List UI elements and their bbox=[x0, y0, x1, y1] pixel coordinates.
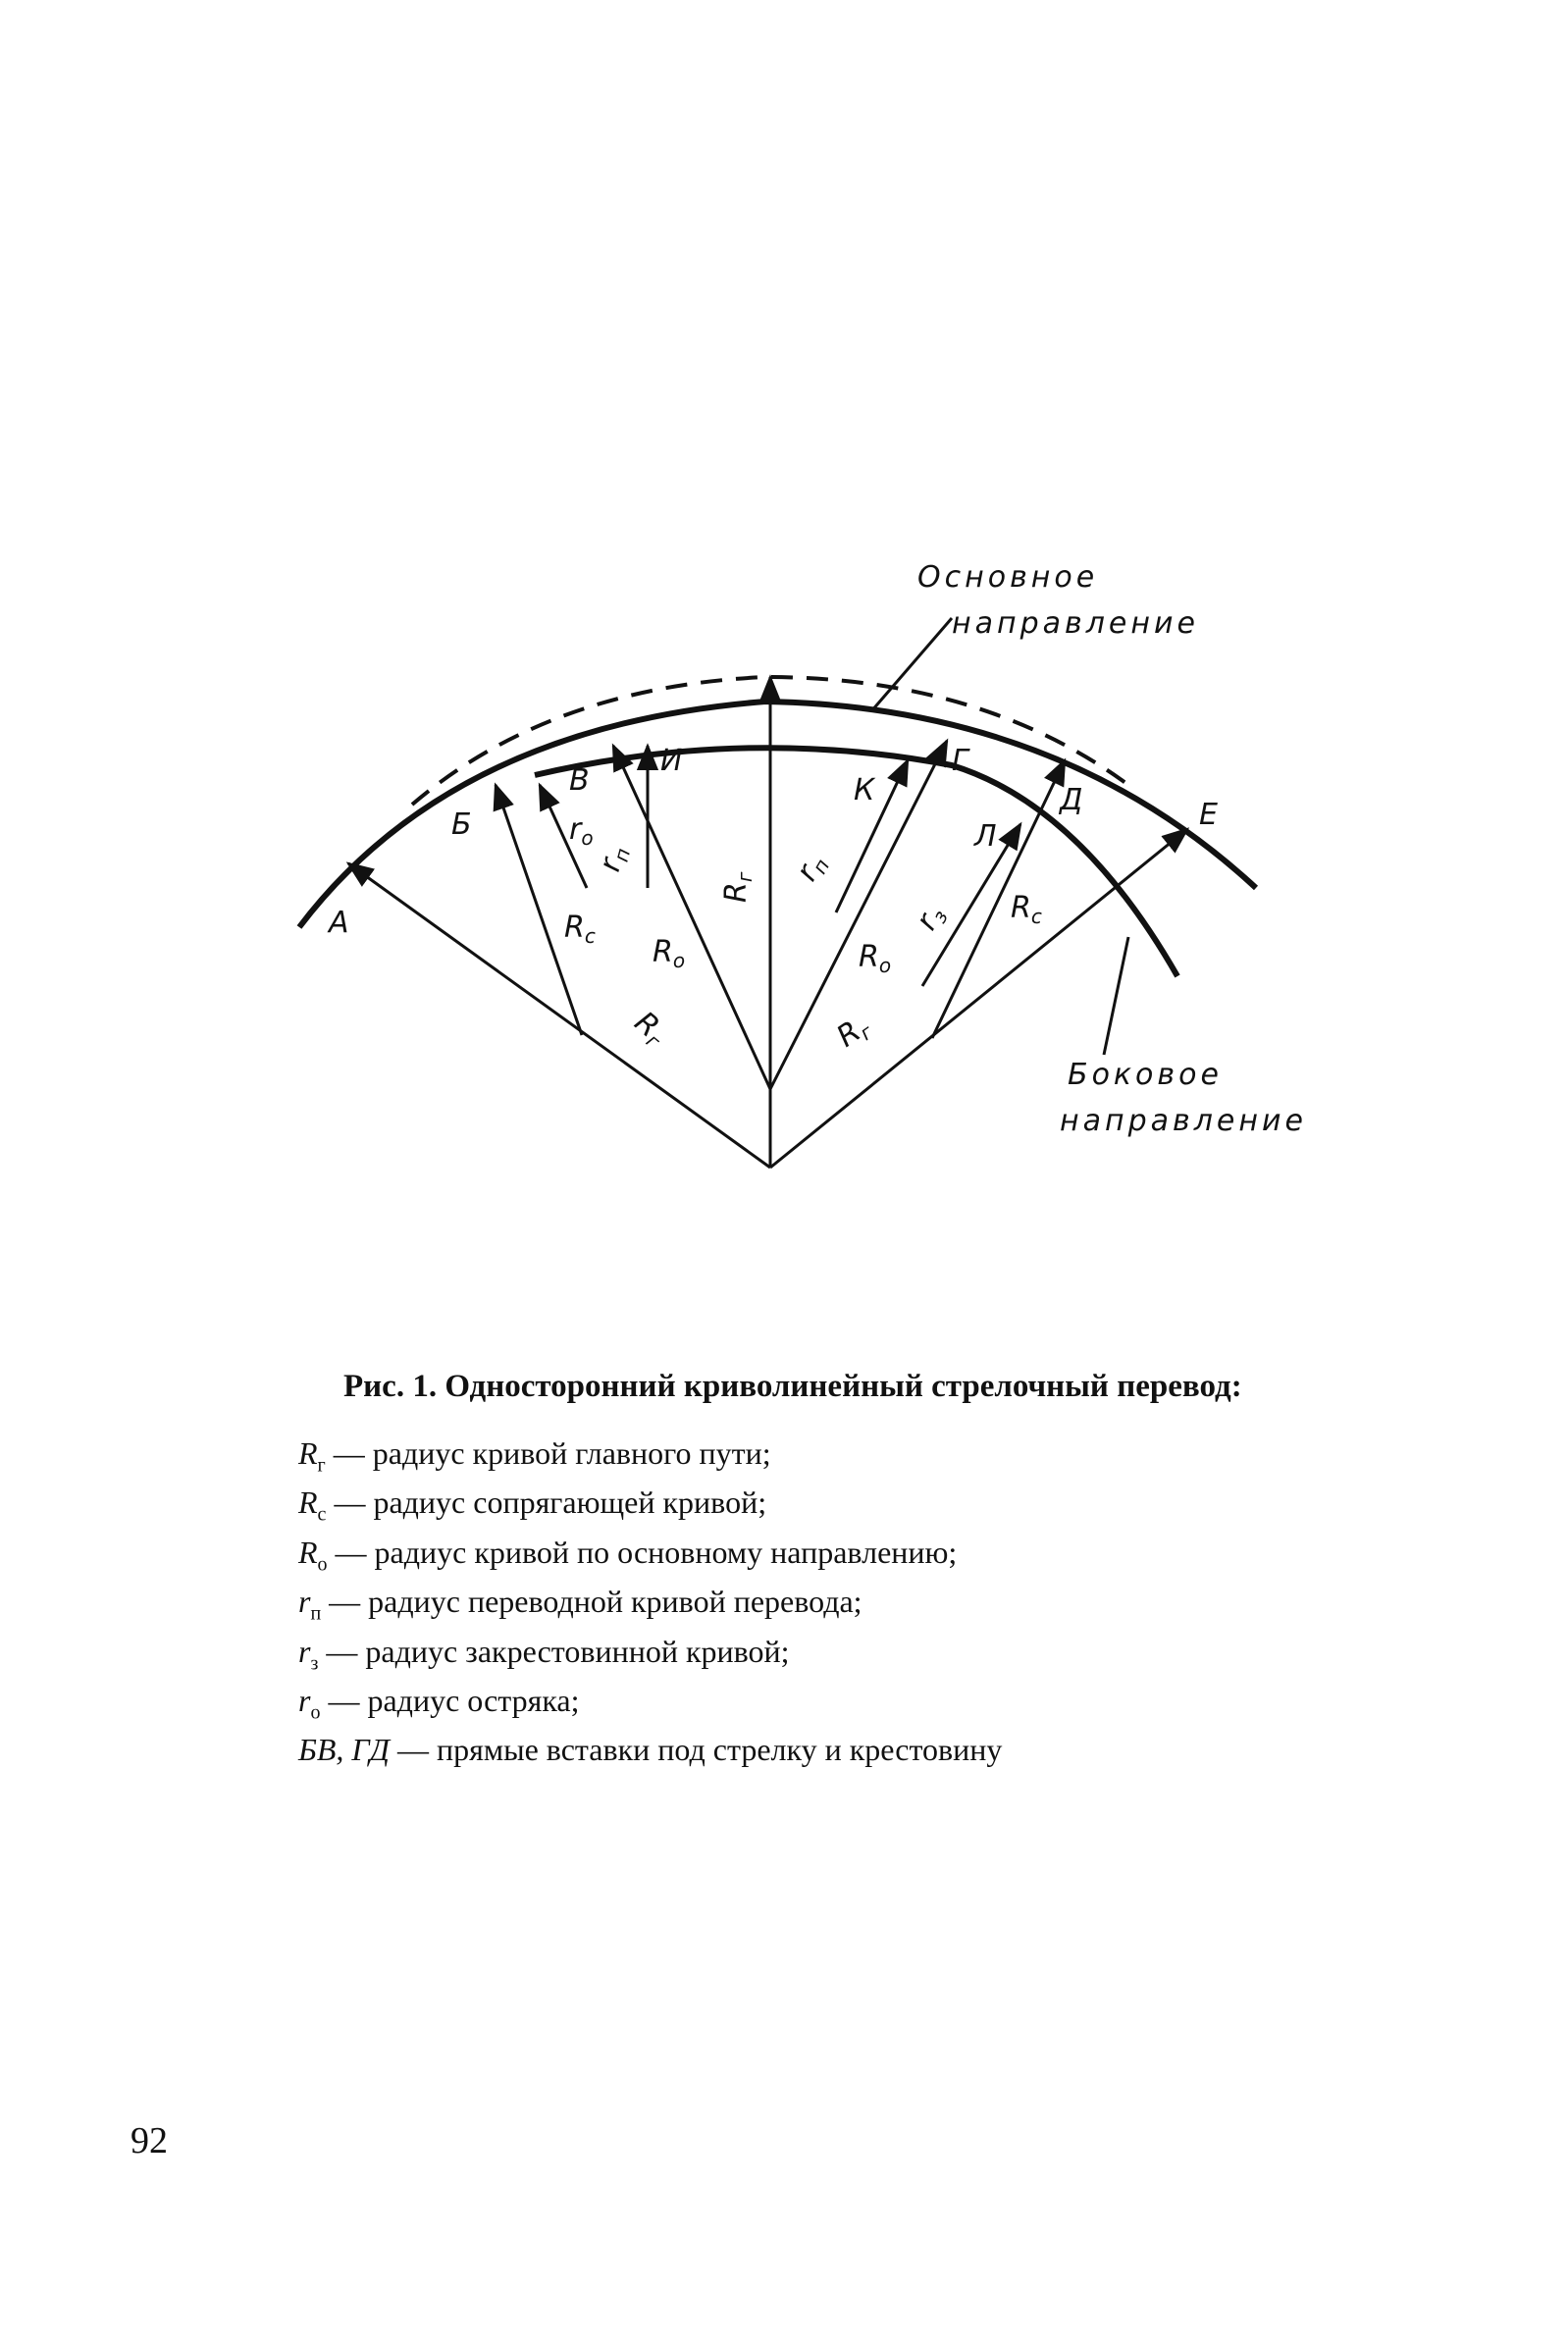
label-ro-right: Rо bbox=[859, 940, 891, 977]
legend-symbol: Rг bbox=[298, 1435, 326, 1477]
page-number: 92 bbox=[131, 2120, 168, 2161]
dashed-main-curve bbox=[410, 674, 1130, 807]
label-rc-right: Rc bbox=[1011, 891, 1042, 928]
main-direction-label-line2: направление bbox=[952, 606, 1199, 641]
label-rz: rз bbox=[910, 900, 953, 938]
side-direction-curve bbox=[534, 745, 1180, 978]
legend-symbol: rз bbox=[298, 1633, 319, 1674]
radius-line-i bbox=[611, 743, 772, 1090]
legend-text: — радиус остряка; bbox=[320, 1682, 580, 1718]
side-direction-label-line1: Боковое bbox=[1068, 1058, 1223, 1092]
legend-item: rо — радиус остряка; bbox=[298, 1682, 1378, 1731]
main-direction-curve bbox=[296, 698, 1259, 929]
legend-symbol: БВ, ГД bbox=[298, 1732, 390, 1768]
radius-line-a bbox=[345, 861, 771, 1170]
turnout-diagram: А Б В И К Г Д Л Е Rc Rо rо rп Rг Rг rп R… bbox=[296, 560, 1307, 1170]
point-label-l: Л bbox=[973, 819, 997, 854]
label-rp-right: rп bbox=[790, 848, 835, 888]
point-label-b: Б bbox=[451, 807, 472, 842]
figure-caption: Рис. 1. Односторонний криволинейный стре… bbox=[343, 1369, 1325, 1419]
point-label-i: И bbox=[660, 744, 682, 778]
main-direction-label-line1: Основное bbox=[917, 560, 1098, 595]
legend-symbol: rп bbox=[298, 1584, 322, 1625]
label-rc-left: Rc bbox=[564, 911, 596, 948]
rc-left-line bbox=[493, 782, 584, 1036]
legend-list: Rг — радиус кривой главного пути; Rc — р… bbox=[298, 1434, 1378, 1768]
legend-symbol: Rо bbox=[298, 1534, 328, 1576]
radius-line-g bbox=[768, 738, 949, 1090]
point-label-d: Д bbox=[1058, 783, 1082, 817]
legend-item: БВ, ГД — прямые вставки под стрелку и кр… bbox=[298, 1731, 1378, 1768]
caption-title: Рис. 1. Односторонний криволинейный стре… bbox=[343, 1369, 1242, 1404]
legend-text: — радиус кривой главного пути; bbox=[325, 1435, 771, 1471]
legend-symbol: rо bbox=[298, 1682, 321, 1724]
legend-text: — радиус переводной кривой перевода; bbox=[321, 1584, 862, 1620]
label-rg-left: Rг bbox=[626, 1005, 674, 1054]
label-r-o: rо bbox=[569, 812, 594, 850]
main-direction-leader bbox=[869, 617, 954, 712]
legend-item: Rо — радиус кривой по основному направле… bbox=[298, 1534, 1378, 1583]
point-label-a: А bbox=[327, 906, 349, 940]
ro-arrow bbox=[538, 782, 589, 889]
legend-symbol: Rc bbox=[298, 1484, 327, 1526]
label-rp-left: rп bbox=[593, 842, 635, 875]
point-label-g: Г bbox=[952, 744, 970, 778]
legend-item: Rc — радиус сопрягающей кривой; bbox=[298, 1483, 1378, 1533]
rc-right-line bbox=[930, 757, 1067, 1039]
legend-text: — радиус сопрягающей кривой; bbox=[326, 1484, 767, 1521]
label-ro-left: Rо bbox=[653, 935, 685, 972]
legend-text: — радиус закрестовинной кривой; bbox=[318, 1633, 790, 1669]
legend-item: rп — радиус переводной кривой перевода; bbox=[298, 1583, 1378, 1632]
rp-right-arrow bbox=[834, 757, 910, 913]
point-label-v: В bbox=[569, 763, 590, 798]
legend-text: — прямые вставки под стрелку и крестовин… bbox=[389, 1732, 1003, 1768]
legend-text: — радиус кривой по основному направлению… bbox=[327, 1534, 958, 1570]
legend-item: Rг — радиус кривой главного пути; bbox=[298, 1434, 1378, 1483]
label-rg-main: Rг bbox=[719, 871, 757, 903]
point-label-k: К bbox=[854, 773, 876, 807]
side-direction-label-line2: направление bbox=[1060, 1104, 1307, 1138]
point-label-e: Е bbox=[1199, 798, 1218, 832]
rz-arrow bbox=[920, 821, 1022, 987]
legend-item: rз — радиус закрестовинной кривой; bbox=[298, 1633, 1378, 1682]
radius-line-e bbox=[769, 827, 1190, 1170]
label-rg-right: Rг bbox=[831, 1009, 878, 1057]
side-direction-leader bbox=[1102, 936, 1130, 1056]
